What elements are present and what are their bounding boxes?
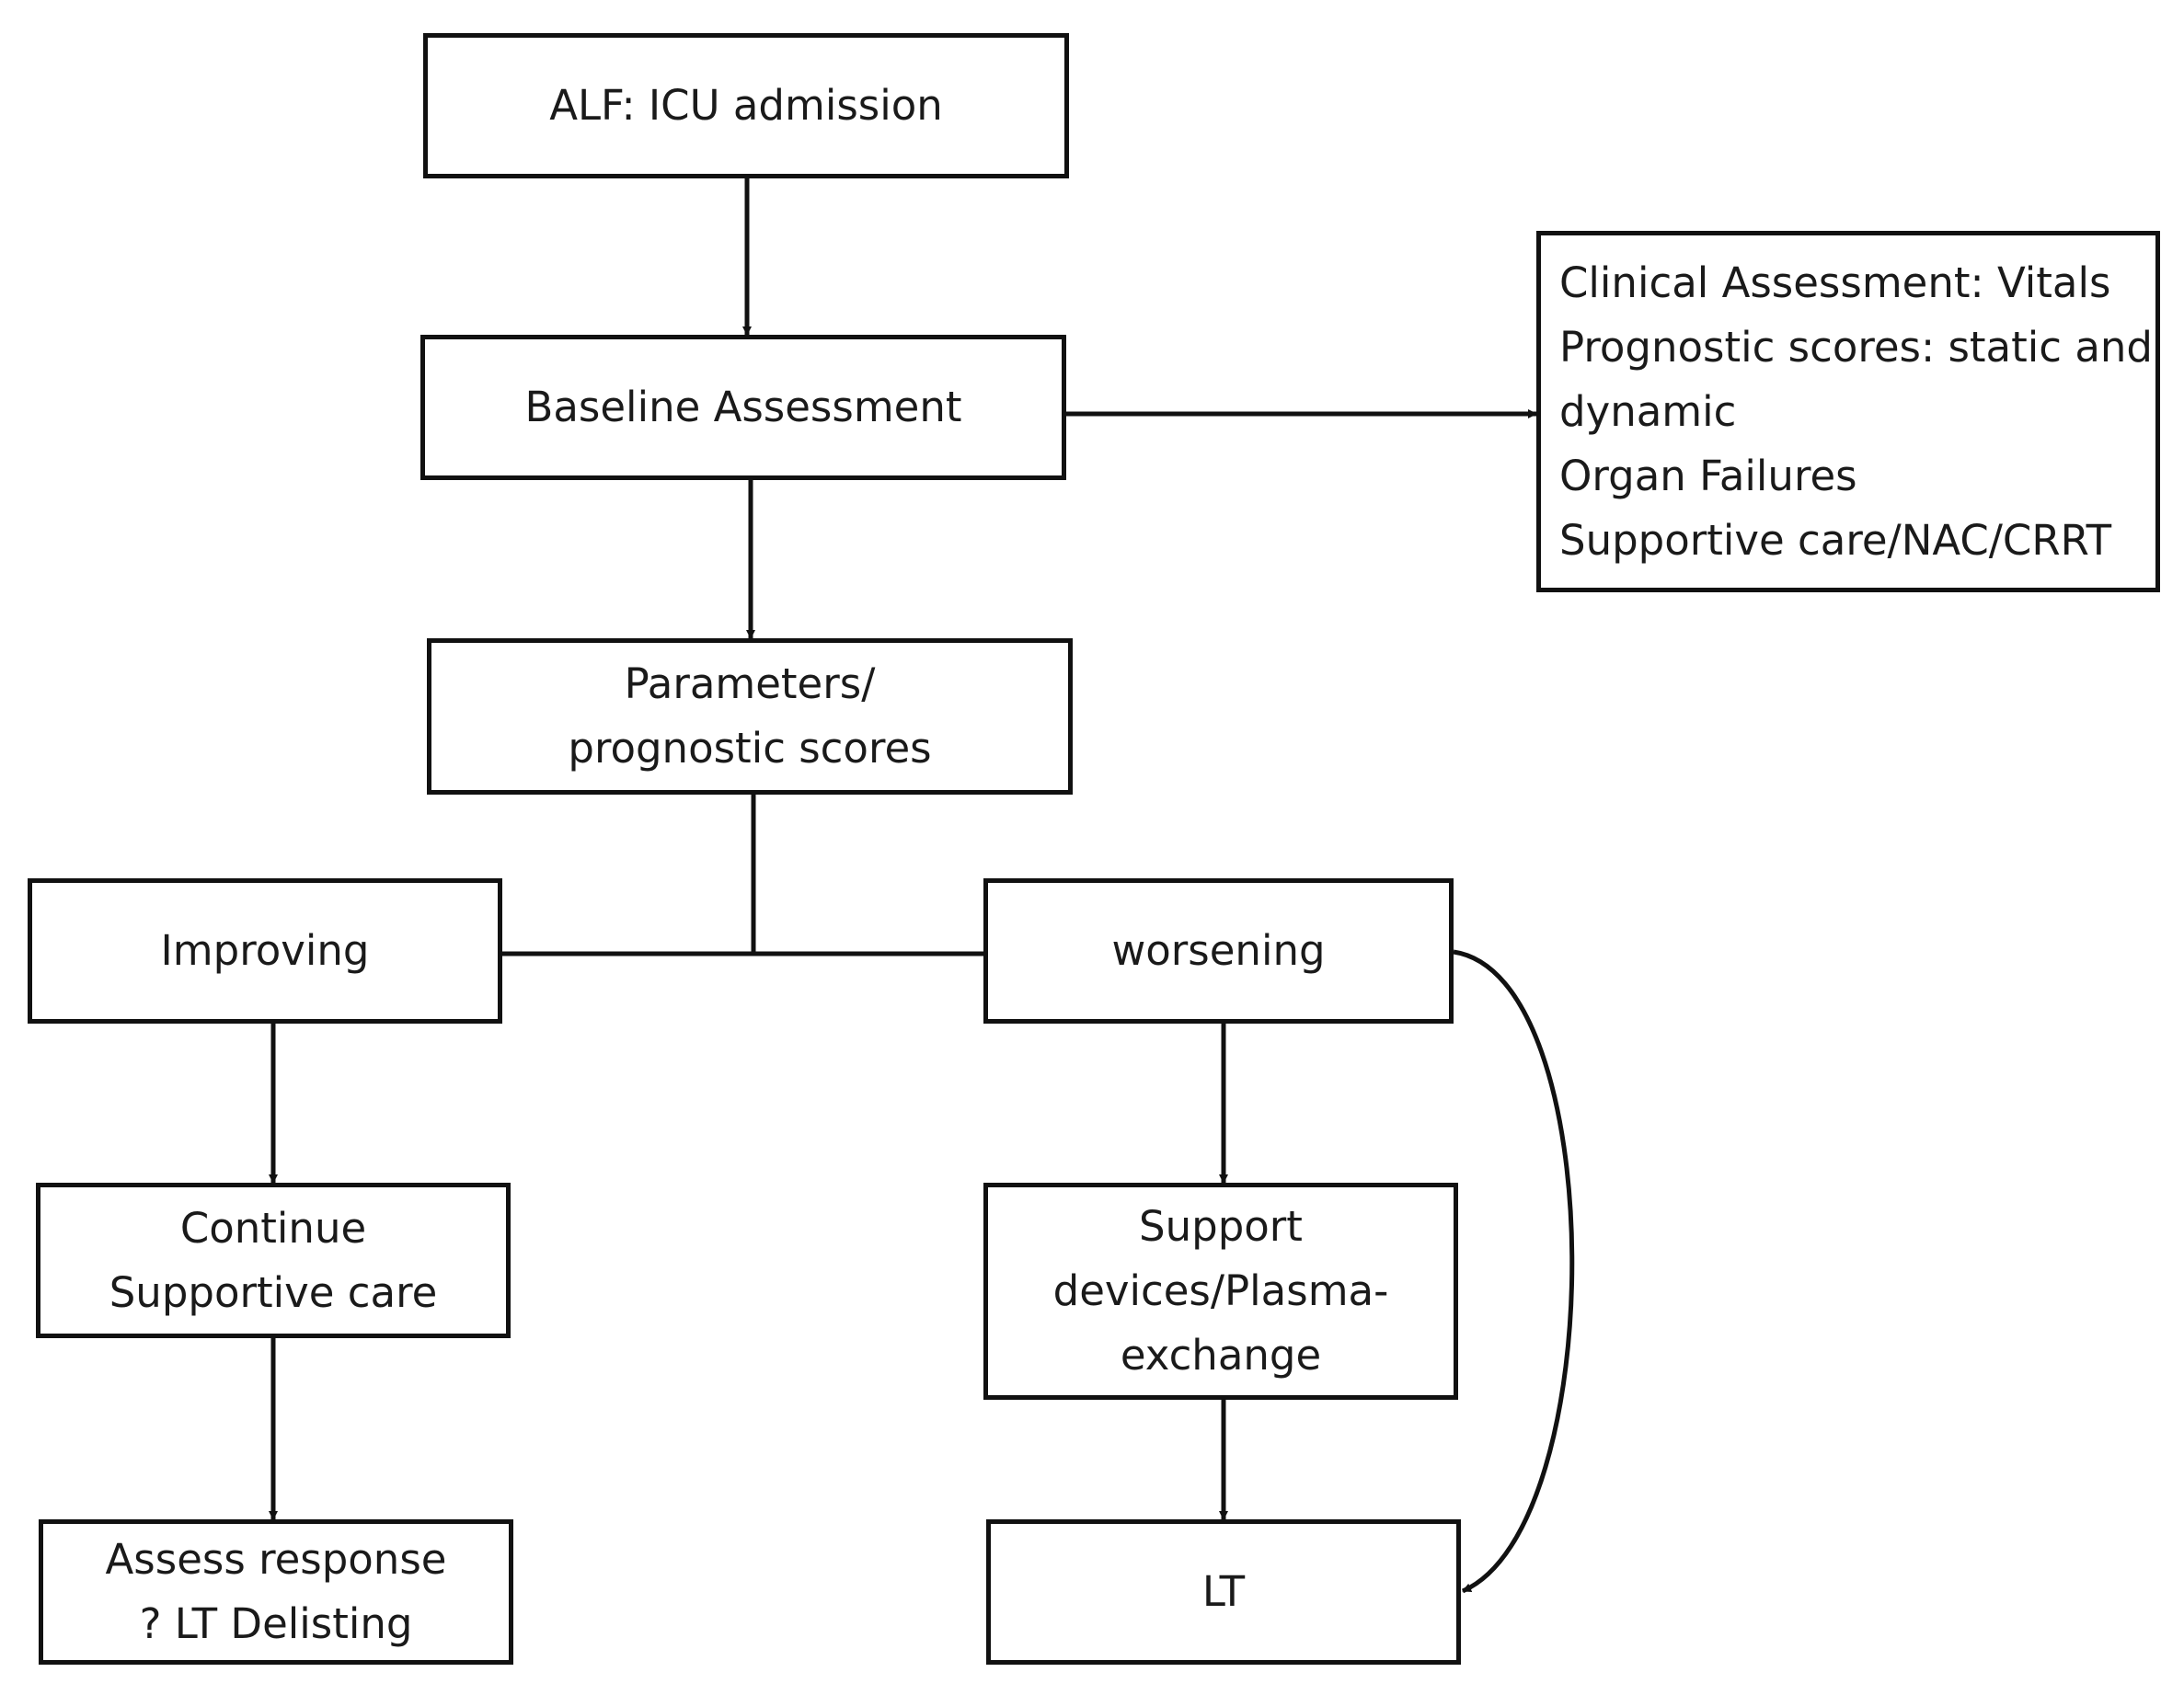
lt-box: LT: [986, 1519, 1461, 1665]
baseline-assessment-box: Baseline Assessment: [420, 335, 1066, 480]
icu-admission-label: ALF: ICU admission: [549, 81, 943, 130]
support-devices-box: Support devices/Plasma- exchange: [983, 1183, 1458, 1400]
parameters-box: Parameters/ prognostic scores: [427, 638, 1073, 795]
assess-response-line-1: Assess response: [105, 1535, 447, 1584]
support-devices-line-3: exchange: [1120, 1331, 1322, 1380]
assess-response-line-2: ? LT Delisting: [139, 1599, 413, 1648]
support-devices-line-2: devices/Plasma-: [1052, 1266, 1389, 1315]
icu-admission-box: ALF: ICU admission: [423, 33, 1069, 178]
continue-care-box: Continue Supportive care: [36, 1183, 511, 1338]
assessment-details-line-4: Organ Failures: [1559, 451, 1857, 500]
parameters-line-2: prognostic scores: [568, 724, 932, 773]
continue-care-line-2: Supportive care: [109, 1267, 438, 1317]
assessment-details-line-5: Supportive care/NAC/CRRT: [1559, 515, 2112, 565]
parameters-line-1: Parameters/: [624, 659, 876, 708]
worsening-label: worsening: [1111, 926, 1326, 975]
assess-response-box: Assess response ? LT Delisting: [39, 1519, 513, 1665]
support-devices-line-1: Support: [1139, 1202, 1303, 1251]
assessment-details-line-3: dynamic: [1559, 386, 1737, 436]
arrow-worsening-to-lt-curve: [1453, 949, 1575, 1594]
improving-box: Improving: [28, 878, 502, 1024]
lt-label: LT: [1201, 1567, 1246, 1616]
baseline-assessment-label: Baseline Assessment: [524, 383, 962, 431]
worsening-box: worsening: [983, 878, 1454, 1024]
assessment-details-line-1: Clinical Assessment: Vitals: [1559, 258, 2111, 307]
improving-label: Improving: [160, 926, 370, 975]
assessment-details-box: Clinical Assessment: Vitals Prognostic s…: [1536, 231, 2160, 592]
continue-care-line-1: Continue: [179, 1203, 367, 1253]
assessment-details-line-2: Prognostic scores: static and: [1559, 322, 2153, 372]
